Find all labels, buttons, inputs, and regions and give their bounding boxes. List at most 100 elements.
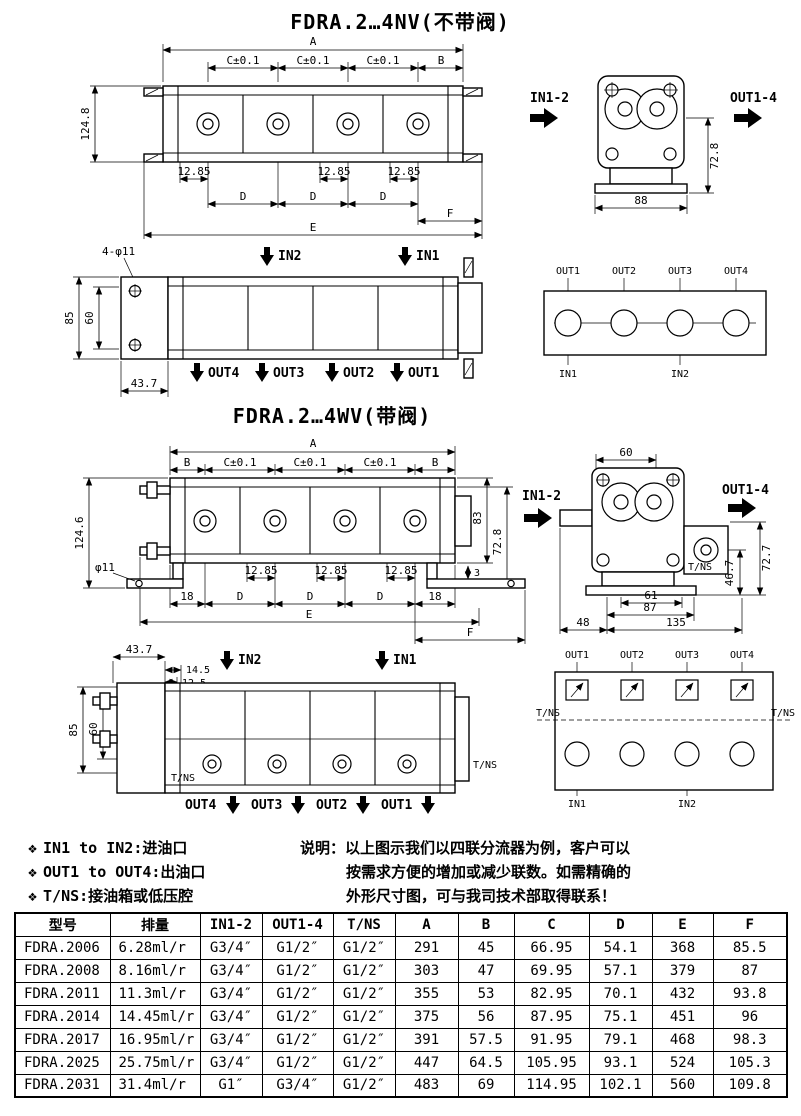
- port-out1-label: OUT1: [381, 798, 412, 813]
- arrow-down-icon: [421, 796, 435, 814]
- dim-D3: D: [377, 590, 384, 603]
- diamond-bullet-icon: ❖: [28, 839, 38, 857]
- dim-12-85-1: 12.85: [177, 165, 210, 178]
- port-in1-label: IN1: [393, 653, 417, 668]
- value-cell: 66.95: [513, 935, 590, 960]
- value-cell: 14.45ml/r: [109, 1004, 201, 1029]
- port-in1-2-label: IN1-2: [522, 489, 561, 504]
- model-cell: FDRA.2025: [14, 1050, 111, 1075]
- arrow-right-icon: [728, 498, 756, 518]
- dim-14-5: 14.5: [186, 665, 210, 676]
- port-out4-label: OUT4: [208, 366, 239, 381]
- schematic-out1-label: OUT1: [556, 266, 580, 277]
- dim-60: 60: [87, 722, 100, 735]
- value-cell: 87.95: [513, 1004, 590, 1029]
- value-cell: 87: [712, 958, 788, 983]
- arrow-down-icon: [260, 247, 274, 266]
- value-cell: G1/2″: [261, 1027, 334, 1052]
- value-cell: 70.1: [588, 981, 653, 1006]
- value-cell: 432: [651, 981, 714, 1006]
- value-cell: G3/4″: [199, 935, 263, 960]
- diamond-bullet-icon: ❖: [28, 863, 38, 881]
- dim-phi11: φ11: [95, 561, 115, 574]
- dim-12-85-2: 12.85: [314, 564, 347, 577]
- value-cell: G3/4″: [261, 1073, 334, 1098]
- value-cell: G1/2″: [332, 1004, 396, 1029]
- legend-item-text: OUT1 to OUT4:出油口: [43, 863, 206, 881]
- value-cell: 57.1: [588, 958, 653, 983]
- legend-notes: ❖IN1 to IN2:进油口 ❖OUT1 to OUT4:出油口 ❖T/NS:…: [28, 836, 205, 908]
- model-cell: FDRA.2011: [14, 981, 111, 1006]
- dim-C3: C±0.1: [363, 456, 396, 469]
- schematic-out1-label: OUT1: [565, 650, 589, 661]
- port-out1-4-label: OUT1-4: [722, 483, 769, 498]
- arrow-right-icon: [734, 108, 762, 128]
- port-out4-label: OUT4: [185, 798, 216, 813]
- schematic-out4-label: OUT4: [730, 650, 754, 661]
- arrow-down-icon: [398, 247, 412, 266]
- table-row: FDRA.2014 14.45ml/r G3/4″ G1/2″ G1/2″ 37…: [14, 1004, 788, 1029]
- value-cell: G1″: [199, 1073, 263, 1098]
- table-row: FDRA.2017 16.95ml/r G3/4″ G1/2″ G1/2″ 39…: [14, 1027, 788, 1052]
- value-cell: G1/2″: [332, 1027, 396, 1052]
- dim-124-6: 124.6: [73, 516, 86, 549]
- port-out3-label: OUT3: [251, 798, 282, 813]
- schematic-in2-label: IN2: [678, 799, 696, 810]
- nv-bottom-view-drawing: 4-φ11 IN2 IN1 OUT4 OUT3 OUT2 OUT1: [63, 245, 483, 397]
- value-cell: 379: [651, 958, 714, 983]
- value-cell: 355: [394, 981, 459, 1006]
- value-cell: 451: [651, 1004, 714, 1029]
- wv-bottom-view-drawing: 43.7 14.5 12.5 IN2 IN1 T/NS T/NS 85 60 O…: [67, 643, 497, 814]
- nv-front-view-drawing: A C±0.1 C±0.1 C±0.1 B 124.8 12.85 12.85 …: [79, 35, 483, 239]
- arrow-right-icon: [530, 108, 558, 128]
- spec-table: 型号 排量 IN1-2 OUT1-4 T/NS A B C D E F FDRA…: [14, 912, 788, 1098]
- value-cell: 368: [651, 935, 714, 960]
- value-cell: 91.95: [513, 1027, 590, 1052]
- schematic-gears: [564, 741, 755, 767]
- dim-C1: C±0.1: [226, 54, 259, 67]
- port-out1-4-label: OUT1-4: [730, 91, 777, 106]
- body-outline: [143, 85, 483, 163]
- value-cell: 47: [457, 958, 515, 983]
- dim-D1: D: [240, 190, 247, 203]
- dim-48: 48: [576, 616, 589, 629]
- dim-B1: B: [184, 456, 191, 469]
- legend-item: ❖T/NS:接油箱或低压腔: [28, 884, 205, 908]
- nv-side-view-drawing: IN1-2 OUT1-4 72.8 88: [530, 75, 777, 214]
- value-cell: 102.1: [588, 1073, 653, 1098]
- table-row: FDRA.2008 8.16ml/r G3/4″ G1/2″ G1/2″ 303…: [14, 958, 788, 983]
- table-row: FDRA.2011 11.3ml/r G3/4″ G1/2″ G1/2″ 355…: [14, 981, 788, 1006]
- value-cell: G1/2″: [332, 1050, 396, 1075]
- value-cell: G3/4″: [199, 1050, 263, 1075]
- arrow-down-icon: [220, 651, 234, 670]
- dim-12-85-3: 12.85: [384, 564, 417, 577]
- value-cell: 85.5: [712, 935, 788, 960]
- dim-C2: C±0.1: [296, 54, 329, 67]
- dim-12-85-1: 12.85: [244, 564, 277, 577]
- dim-12-85-2: 12.85: [317, 165, 350, 178]
- value-cell: 82.95: [513, 981, 590, 1006]
- value-cell: G3/4″: [199, 981, 263, 1006]
- dim-18-1: 18: [180, 590, 193, 603]
- value-cell: 468: [651, 1027, 714, 1052]
- arrow-down-icon: [356, 796, 370, 814]
- legend-item: ❖ OUT1 to OUT4:出油口: [28, 860, 205, 884]
- column-header: B: [457, 912, 515, 937]
- value-cell: 45: [457, 935, 515, 960]
- leader-line: [112, 572, 136, 582]
- column-header: A: [394, 912, 459, 937]
- wv-front-view-drawing: φ11 A B C±0.1 C±0.1 C±0.1 B 124.6 83 72.…: [73, 437, 526, 644]
- dim-85: 85: [67, 723, 80, 736]
- schematic-in1-label: IN1: [559, 369, 577, 380]
- value-cell: 75.1: [588, 1004, 653, 1029]
- value-cell: G1/2″: [332, 935, 396, 960]
- value-cell: 93.8: [712, 981, 788, 1006]
- arrow-down-icon: [375, 651, 389, 670]
- dimension-lines: [91, 46, 483, 239]
- value-cell: 114.95: [513, 1073, 590, 1098]
- value-cell: G1/2″: [261, 981, 334, 1006]
- description-line: 说明：以上图示我们以四联分流器为例，客户可以: [300, 839, 631, 857]
- body-outline: [92, 682, 470, 794]
- table-header-row: 型号 排量 IN1-2 OUT1-4 T/NS A B C D E F: [14, 912, 788, 937]
- column-header: IN1-2: [199, 912, 263, 937]
